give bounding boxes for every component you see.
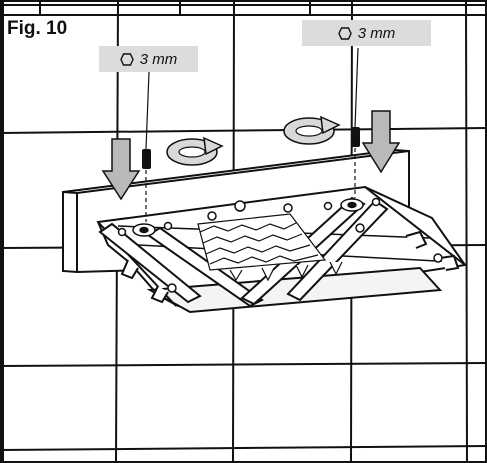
figure-title: Fig. 10 (4, 18, 71, 40)
right-set-screw (351, 47, 360, 198)
grater-holder (96, 185, 467, 314)
right-push-down-arrow (361, 110, 401, 174)
left-push-down-arrow (101, 138, 141, 201)
hex-key-size-left: 3 mm (139, 50, 178, 68)
grater-blade-area (197, 213, 343, 282)
left-rotate-arrow (166, 136, 224, 166)
hex-key-icon (119, 52, 134, 66)
left-set-screw (142, 71, 151, 222)
hex-key-icon (337, 26, 352, 40)
hex-key-label-left: 3 mm (99, 46, 198, 72)
holder-screws (117, 197, 443, 293)
right-rotate-arrow (283, 115, 341, 145)
hex-key-size-right: 3 mm (357, 24, 396, 42)
hex-key-label-right: 3 mm (302, 20, 431, 46)
